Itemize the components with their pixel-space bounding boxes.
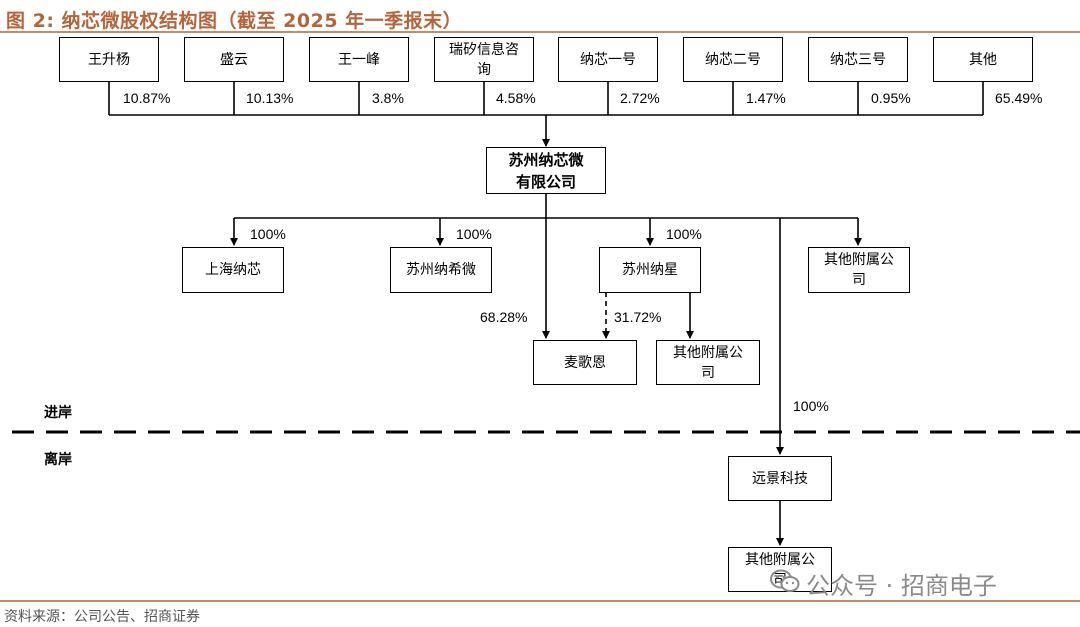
stake-label: 100% [456,226,492,242]
shareholder-box: 王升杨 [59,37,159,82]
subsidiary-box: 上海纳芯 [182,247,284,293]
subsidiary-box: 其他附属公司 [656,340,760,385]
stake-label: 100% [666,226,702,242]
top-rule [0,31,1080,33]
stake-label: 1.47% [746,90,786,106]
offshore-label: 离岸 [44,452,72,468]
stake-label: 10.13% [246,90,294,106]
watermark: 公众号 · 招商电子 [770,566,997,601]
subsidiary-box: 其他附属公司 [808,247,910,293]
onshore-label: 进岸 [44,405,72,421]
shareholder-box: 纳芯二号 [683,37,783,82]
shareholder-box: 纳芯一号 [558,37,658,82]
stake-label: 68.28% [480,309,528,325]
main-company-box: 苏州纳芯微有限公司 [486,147,606,194]
stake-label: 31.72% [614,309,662,325]
stake-label: 100% [250,226,286,242]
stake-label: 4.58% [496,90,536,106]
bottom-rule [0,600,1080,602]
shareholder-box: 瑞矽信息咨询 [434,37,534,82]
watermark-text: 公众号 · 招商电子 [806,572,997,600]
stake-label: 3.8% [372,90,404,106]
shareholder-box: 其他 [933,37,1033,82]
stake-label: 65.49% [995,90,1043,106]
stake-label: 2.72% [620,90,660,106]
shareholder-box: 盛云 [184,37,284,82]
subsidiary-box: 麦歌恩 [533,340,637,385]
source-note: 资料来源：公司公告、招商证券 [4,609,200,625]
stake-label: 100% [793,398,829,414]
shareholder-box: 纳芯三号 [808,37,908,82]
subsidiary-box: 苏州纳希微 [390,247,492,293]
subsidiary-box: 远景科技 [728,456,832,501]
figure-title: 图 2: 纳芯微股权结构图（截至 2025 年一季报末） [6,10,463,32]
stake-label: 10.87% [123,90,171,106]
subsidiary-box: 苏州纳星 [599,247,701,293]
shareholder-box: 王一峰 [309,37,409,82]
wechat-icon [770,568,800,600]
stake-label: 0.95% [871,90,911,106]
